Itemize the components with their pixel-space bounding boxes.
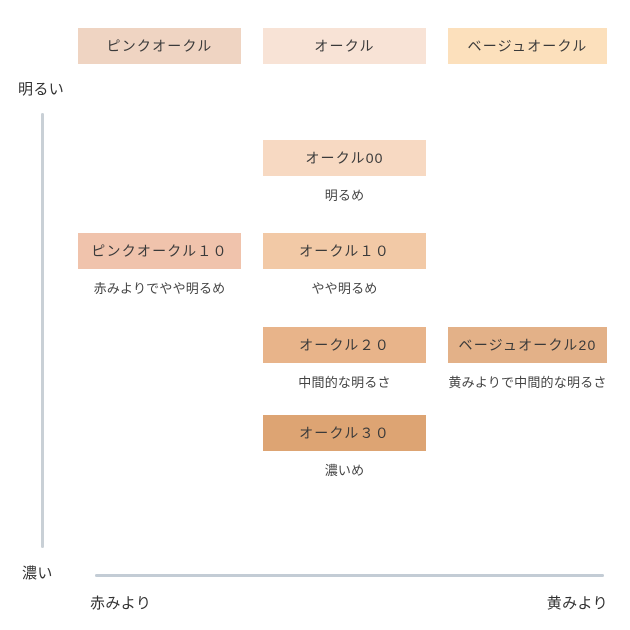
shade-caption-beige-ochre-20: 黄みよりで中間的な明るさ (448, 375, 607, 390)
shade-chip-ochre-10: オークル１０ (263, 233, 426, 269)
axis-label-bright: 明るい (18, 81, 65, 98)
column-header-pink-ochre: ピンクオークル (78, 28, 241, 64)
shade-chip-ochre-30: オークル３０ (263, 415, 426, 451)
column-header-beige-ochre: ベージュオークル (448, 28, 607, 64)
shade-chip-beige-ochre-20: ベージュオークル20 (448, 327, 607, 363)
shade-caption-ochre-10: やや明るめ (311, 281, 378, 296)
column-header-ochre: オークル (263, 28, 426, 64)
shade-caption-ochre-20: 中間的な明るさ (298, 375, 391, 390)
axis-label-reddish: 赤みより (90, 595, 152, 612)
axis-label-yellowish: 黄みより (546, 595, 608, 612)
horizontal-axis-line (95, 574, 604, 577)
axis-label-dark: 濃い (22, 565, 53, 582)
shade-cell-ochre-10: オークル１０ やや明るめ (263, 233, 426, 297)
shade-chip-pink-ochre-10: ピンクオークル１０ (78, 233, 241, 269)
vertical-axis-line (41, 113, 44, 548)
shade-chip-ochre-20: オークル２０ (263, 327, 426, 363)
shade-caption-ochre-30: 濃いめ (324, 463, 365, 478)
shade-cell-ochre-20: オークル２０ 中間的な明るさ (263, 327, 426, 391)
shade-caption-pink-ochre-10: 赤みよりでやや明るめ (93, 281, 226, 296)
shade-chip-ochre-00: オークル00 (263, 140, 426, 176)
shade-cell-ochre-00: オークル00 明るめ (263, 140, 426, 204)
shade-cell-ochre-30: オークル３０ 濃いめ (263, 415, 426, 479)
shade-caption-ochre-00: 明るめ (324, 188, 365, 203)
shade-cell-pink-ochre-10: ピンクオークル１０ 赤みよりでやや明るめ (78, 233, 241, 297)
shade-cell-beige-ochre-20: ベージュオークル20 黄みよりで中間的な明るさ (448, 327, 607, 391)
